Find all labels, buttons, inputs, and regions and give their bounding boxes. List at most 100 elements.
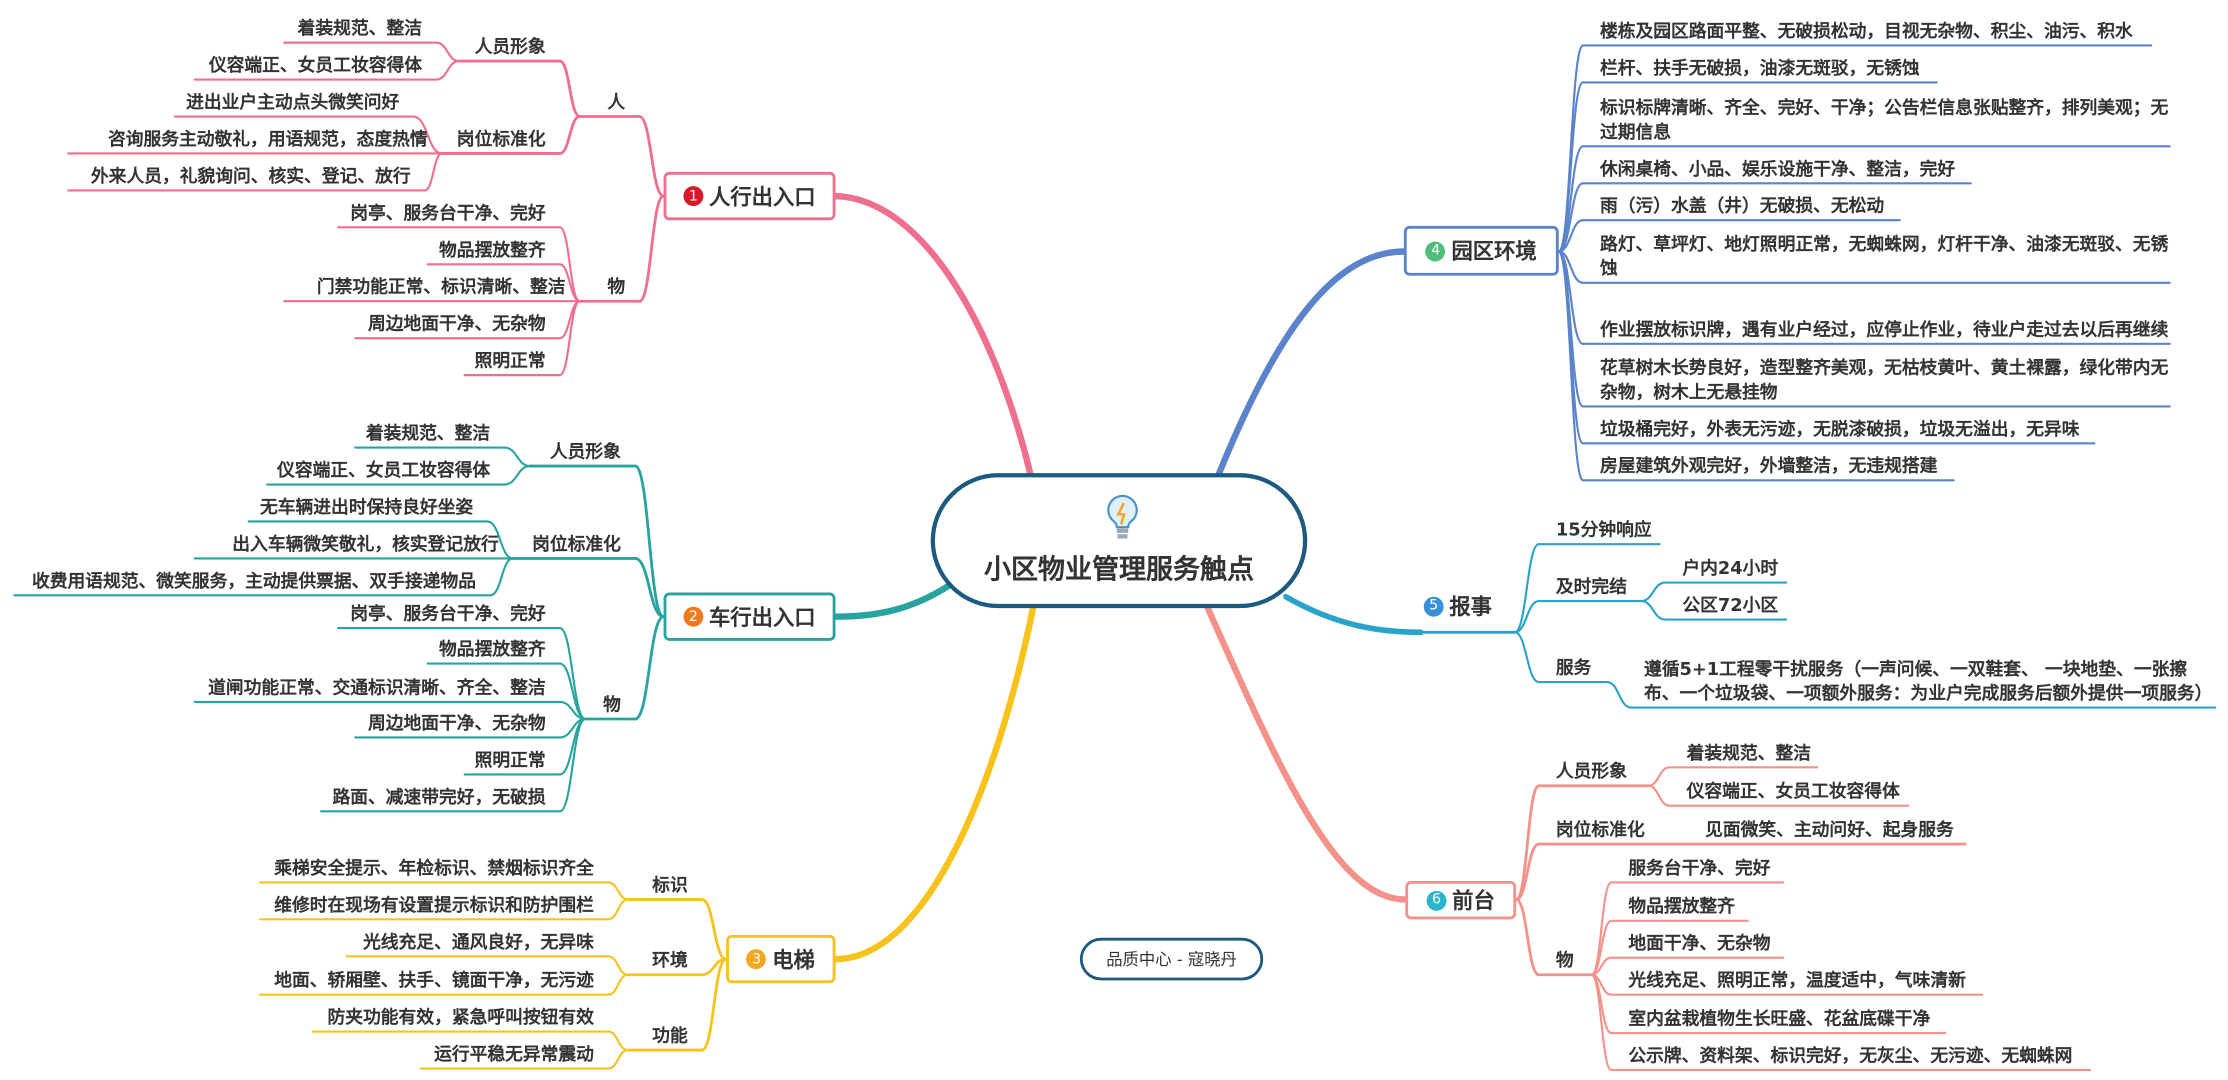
topic-node[interactable]: 路面、减速带完好，无破损 (332, 785, 546, 808)
topic-node[interactable]: 仪容端正、女员工妆容得体 (208, 53, 423, 76)
connector-line (489, 557, 515, 597)
topic-node[interactable]: 仪容端正、女员工妆容得体 (1686, 780, 1900, 802)
topic-node[interactable]: 道闸功能正常、交通标识清晰、齐全、整洁 (208, 676, 546, 698)
number-badge-icon: 6 (1426, 890, 1447, 911)
topic-node[interactable]: 标识 (652, 873, 688, 896)
topic-node[interactable]: 周边地面干净、无杂物 (367, 711, 546, 734)
topic-node[interactable]: 公区72小区 (1682, 593, 1779, 616)
author-label[interactable]: 品质中心 - 寇晓丹 (1079, 937, 1264, 981)
topic-node[interactable]: 环境 (652, 949, 688, 971)
topic-node[interactable]: 垃圾桶完好，外表无污迹，无脱漆破损，垃圾无溢出，无异味 (1599, 417, 2080, 440)
topic-node[interactable]: 房屋建筑外观完好，外墙整洁，无违规搭建 (1599, 454, 1938, 477)
topic-node[interactable]: 光线充足、照明正常，温度适中，气味清新 (1628, 969, 1966, 991)
topic-node[interactable]: 乘梯安全提示、年检标识、禁烟标识齐全 (274, 856, 594, 879)
topic-node[interactable]: 岗位标准化 (1555, 818, 1645, 840)
topic-node[interactable]: 户内24小时 (1682, 557, 1779, 579)
topic-node[interactable]: 室内盆栽植物生长旺盛、花盆底碟干净 (1628, 1007, 1931, 1029)
connector-line (1605, 680, 1633, 709)
topic-node[interactable]: 运行平稳无异常震动 (434, 1042, 594, 1065)
topic-node[interactable]: 地面干净、无杂物 (1628, 932, 1771, 954)
topic-node[interactable]: 岗位标准化 (532, 532, 621, 555)
connector-line (1557, 81, 1584, 253)
connector-line (435, 60, 461, 81)
number-badge-icon: 2 (683, 606, 704, 627)
topic-node[interactable]: 雨（污）水盖（井）无破损、无松动 (1599, 194, 1885, 216)
topic-node[interactable]: 服务 (1555, 656, 1592, 678)
topic-node[interactable]: 岗位标准化 (456, 127, 546, 150)
topic-node[interactable]: 15分钟响应 (1555, 518, 1652, 540)
connector-line (700, 957, 728, 1052)
topic-node[interactable]: 物 (603, 693, 621, 715)
topic-node[interactable]: 物品摆放整齐 (439, 238, 546, 261)
topic-node[interactable]: 公示牌、资料架、标识完好，无灰尘、无污迹、无蜘蛛网 (1628, 1044, 2073, 1066)
central-topic[interactable]: 小区物业管理服务触点 (930, 473, 1308, 609)
connector-line (1513, 631, 1540, 684)
topic-node[interactable]: 功能 (652, 1024, 688, 1046)
central-topic-title: 小区物业管理服务触点 (983, 554, 1254, 586)
topic-node[interactable]: 物 (1555, 949, 1574, 971)
connector-line (1590, 973, 1613, 1072)
topic-node[interactable]: 周边地面干净、无杂物 (367, 312, 546, 334)
topic-node[interactable]: 照明正常 (474, 748, 546, 771)
topic-node[interactable]: 出入车辆微笑敬礼，核实登记放行 (232, 532, 499, 555)
topic-node[interactable]: 外来人员，礼貌询问、核实、登记、放行 (90, 164, 411, 187)
topic-node[interactable]: 物品摆放整齐 (1628, 895, 1735, 917)
topic-node[interactable]: 人员形象 (549, 440, 621, 462)
connector-line (503, 446, 532, 468)
topic-node[interactable]: 岗亭、服务台干净、完好 (350, 201, 546, 224)
topic-node[interactable]: 光线充足、通风良好，无异味 (363, 930, 594, 953)
topic-node[interactable]: 休闲桌椅、小品、娱乐设施干净、整洁，完好 (1599, 157, 1956, 180)
topic-node[interactable]: 人员形象 (474, 35, 546, 57)
connector-line (1513, 599, 1540, 634)
topic-node[interactable]: 着装规范、整洁 (1686, 741, 1811, 764)
connector-line (700, 898, 728, 961)
lightbulb-icon (1107, 494, 1138, 539)
topic-node[interactable]: 楼栋及园区路面平整、无破损松动，目视无杂物、积尘、油污、积水 (1599, 19, 2133, 42)
branch-topic-label: 人行出入口 (709, 184, 816, 210)
connector-line (1647, 766, 1671, 787)
topic-node[interactable]: 无车辆进出时保持良好坐姿 (260, 495, 474, 518)
connector-line (637, 115, 665, 198)
connector-line (558, 59, 582, 118)
topic-node[interactable]: 收费用语规范、微笑服务，主动提供票据、双手接递物品 (31, 569, 477, 592)
connector-line (1557, 250, 1584, 482)
topic-node[interactable]: 栏杆、扶手无破损，油漆无斑驳，无锈蚀 (1599, 56, 1920, 79)
topic-node[interactable]: 咨询服务主动敬礼，用语规范，态度热情 (107, 127, 428, 150)
topic-node[interactable]: 物品摆放整齐 (439, 637, 546, 660)
topic-node[interactable]: 作业摆放标识牌，遇有业户经过，应停止作业，待业户走过去以后再继续 (1599, 318, 2169, 340)
branch-connector (1283, 593, 1424, 636)
topic-node[interactable]: 进出业户主动点头微笑问好 (186, 90, 400, 113)
topic-node[interactable]: 仪容端正、女员工妆容得体 (277, 458, 491, 481)
connector-line (1647, 784, 1671, 807)
topic-node[interactable]: 物 (607, 275, 626, 297)
topic-node[interactable]: 照明正常 (474, 349, 546, 371)
topic-node[interactable]: 人员形象 (1555, 760, 1627, 782)
topic-node[interactable]: 门禁功能正常、标识清晰、整洁 (316, 275, 566, 297)
connector-line (1557, 219, 1584, 253)
topic-node[interactable]: 标识标牌清晰、齐全、完好、干净；公告栏信息张贴整齐，排列美观；无过期信息 (1599, 96, 2169, 143)
topic-node[interactable]: 地面、轿厢壁、扶手、镜面干净，无污迹 (274, 969, 594, 991)
number-badge-icon: 1 (683, 186, 704, 207)
topic-node[interactable]: 岗亭、服务台干净、完好 (350, 602, 546, 624)
connector-line (633, 615, 665, 721)
connector-line (558, 115, 582, 155)
topic-node[interactable]: 维修时在现场有设置提示标识和防护围栏 (274, 893, 594, 916)
topic-node[interactable]: 花草树木长势良好，造型整齐美观，无枯枝黄叶、黄土裸露，绿化带内无杂物，树木上无悬… (1599, 356, 2169, 403)
topic-node[interactable]: 遵循5+1工程零干扰服务（一声问候、一双鞋套、 一块地垫、一张擦布、一个垃圾袋、… (1644, 657, 2213, 704)
topic-node[interactable]: 着装规范、整洁 (297, 17, 423, 39)
topic-node[interactable]: 及时完结 (1555, 575, 1627, 597)
topic-node[interactable]: 路灯、草坪灯、地灯照明正常，无蜘蛛网，灯杆干净、油漆无斑驳、无锈蚀 (1599, 233, 2169, 279)
topic-node[interactable]: 见面微笑、主动问好、起身服务 (1705, 818, 1954, 840)
connector-line (423, 152, 443, 192)
topic-node[interactable]: 人 (607, 90, 626, 113)
branch-connector (832, 604, 1037, 963)
topic-node[interactable]: 防夹功能有效，紧急呼叫按钮有效 (327, 1006, 594, 1028)
topic-node[interactable]: 着装规范、整洁 (365, 422, 491, 444)
topic-node[interactable]: 服务台干净、完好 (1628, 856, 1771, 879)
